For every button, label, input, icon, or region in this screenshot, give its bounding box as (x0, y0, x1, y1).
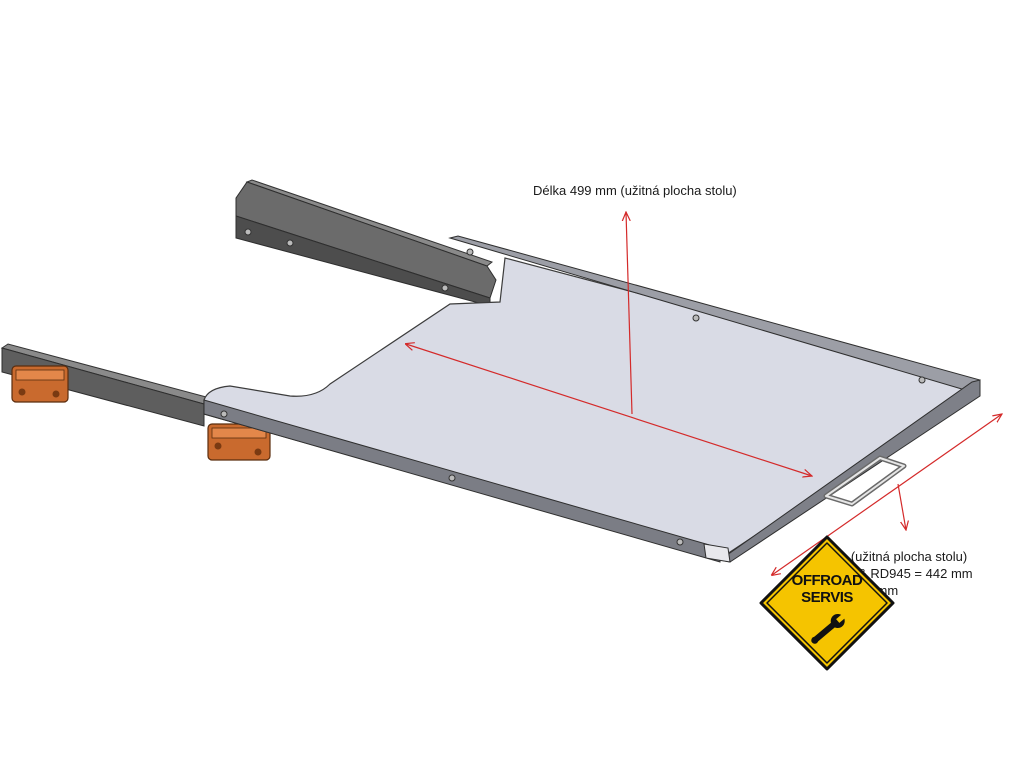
width-label-line1: a (užitná plocha stolu) (840, 549, 968, 564)
upper-rail (235, 179, 497, 307)
dimension-lines (406, 212, 1002, 575)
logo-text-servis: SERVIS (801, 589, 853, 606)
length-dimension-label: Délka 499 mm (užitná plocha stolu) (533, 183, 737, 198)
offroad-servis-logo: OFFROAD SERVIS (758, 534, 896, 672)
tray-plate (203, 235, 981, 563)
logo-text-offroad: OFFROAD (791, 572, 863, 589)
bracket-left (11, 365, 69, 403)
wrench-icon (811, 613, 847, 644)
logo-diamond (759, 535, 895, 671)
width-label-line2: 55 & RD945 = 442 mm (840, 566, 973, 581)
